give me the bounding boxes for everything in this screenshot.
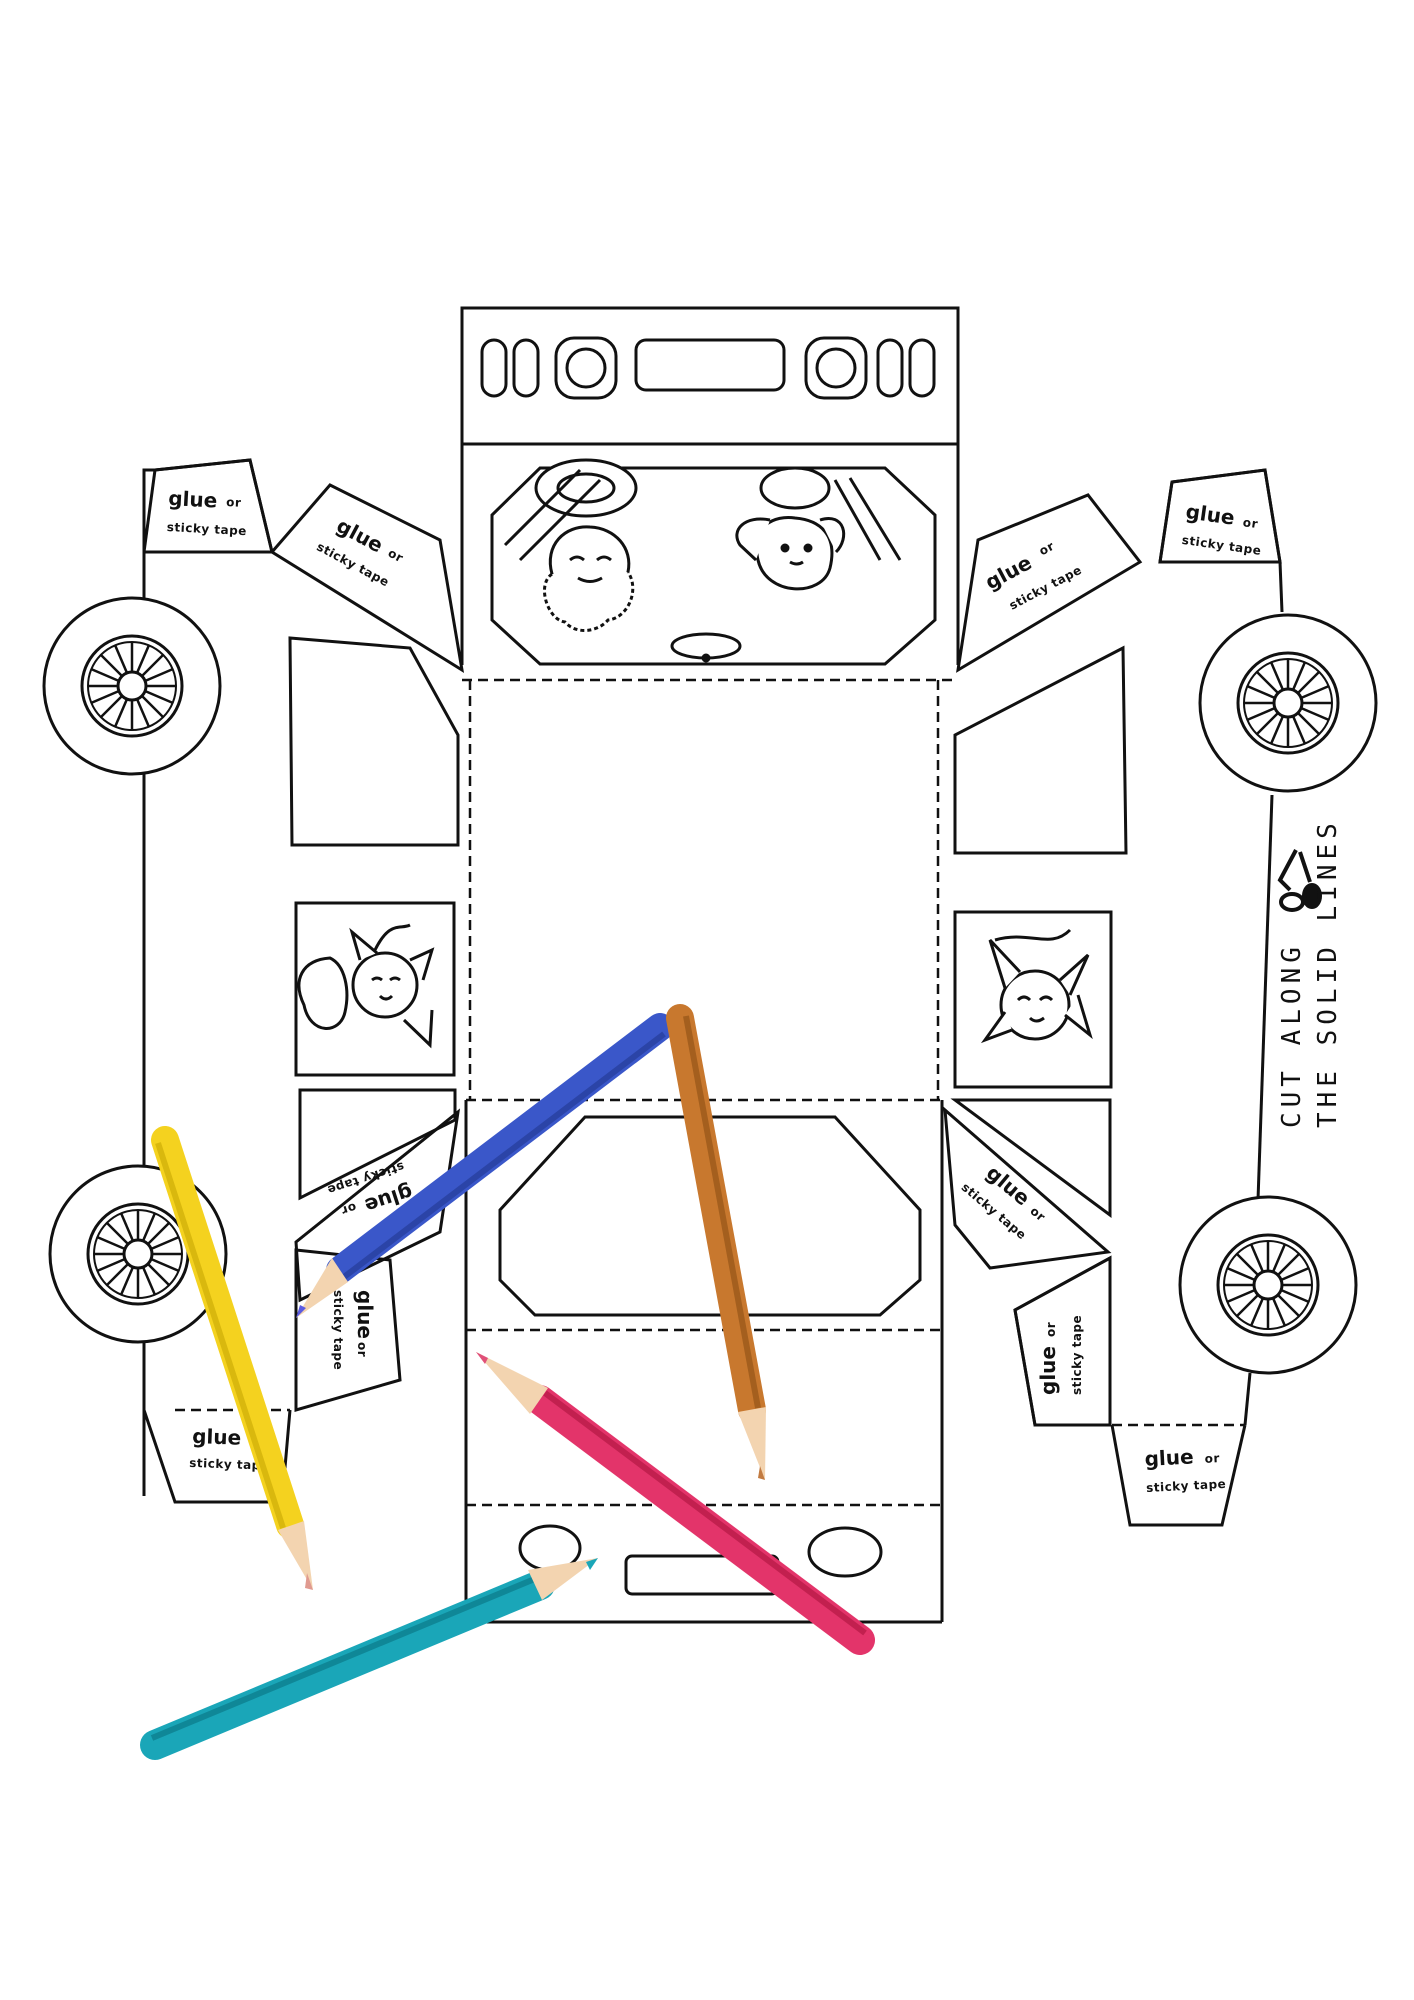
tape-label: sticky tape	[1181, 533, 1262, 558]
right-front-wheel	[1198, 613, 1378, 793]
glue-tab-1: glue or sticky tape	[166, 486, 247, 538]
glue-label: glue	[1184, 499, 1236, 530]
left-front-wheel	[42, 596, 222, 776]
or-label: or	[1204, 1451, 1220, 1466]
glue-tab-8: glue or sticky tape	[959, 1160, 1049, 1242]
or-label: or	[355, 1342, 369, 1357]
or-label: or	[1242, 515, 1259, 531]
tape-label: sticky tape	[166, 520, 247, 538]
glue-label: glue	[192, 1424, 242, 1450]
cut-instruction-line1: CUT ALONG	[1277, 942, 1307, 1128]
glue-tab-2: glue or sticky tape	[314, 513, 406, 589]
cut-instruction-line2: THE SOLID LINES	[1313, 818, 1343, 1128]
or-label: or	[226, 495, 242, 510]
tape-label: sticky tape	[1070, 1315, 1084, 1395]
or-label: or	[1044, 1322, 1058, 1337]
central-strip	[460, 306, 960, 1624]
left-cat-drawing	[297, 923, 435, 1049]
glue-label: glue	[1144, 1444, 1194, 1471]
driver-figure	[503, 458, 638, 632]
brown-pencil	[666, 1004, 766, 1480]
teal-pencil	[140, 1558, 598, 1760]
right-rear-wheel	[1178, 1195, 1358, 1375]
glue-tabs	[142, 458, 1282, 1427]
or-label: or	[339, 1200, 358, 1218]
cut-instruction: CUT ALONG THE SOLID LINES	[1277, 818, 1343, 1128]
yellow-pencil	[151, 1126, 313, 1590]
scissors-icon	[1277, 849, 1322, 912]
glue-label: glue	[1036, 1346, 1060, 1395]
glue-label: glue	[981, 550, 1036, 594]
glue-tab-7: glue sticky tape	[189, 1424, 270, 1473]
glue-label: glue	[353, 1290, 377, 1339]
central-fold-lines	[462, 442, 958, 1507]
right-cat-drawing	[980, 928, 1093, 1044]
glue-tab-9: glue or sticky tape	[1036, 1315, 1084, 1395]
or-label: or	[1037, 539, 1057, 558]
or-label: or	[1028, 1204, 1049, 1224]
or-label: or	[386, 546, 406, 565]
glue-label: glue	[168, 486, 218, 513]
glue-tab-4: glue or sticky tape	[1181, 499, 1262, 558]
tape-label: sticky tape	[1146, 1477, 1227, 1495]
tape-label: sticky tape	[189, 1456, 270, 1473]
tape-label: sticky tape	[331, 1290, 345, 1370]
passenger-figure	[735, 466, 902, 591]
pink-pencil	[476, 1352, 875, 1655]
glue-tab-10: glue or sticky tape	[1144, 1444, 1227, 1495]
blue-pencil	[296, 1013, 674, 1318]
glue-tab-6: glue or sticky tape	[331, 1290, 377, 1370]
